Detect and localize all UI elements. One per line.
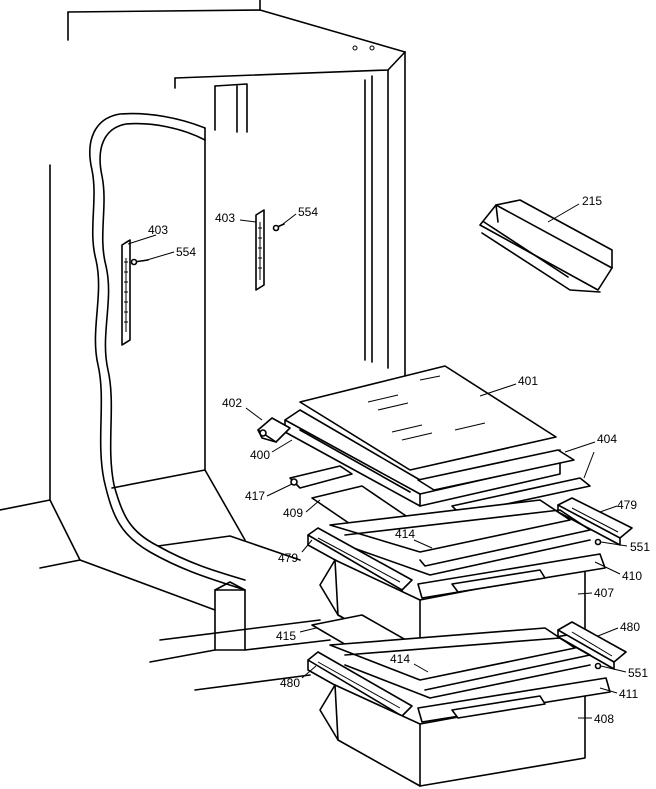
part-label-480-right: 480 bbox=[620, 620, 640, 634]
part-label-551-upper: 551 bbox=[630, 540, 650, 554]
leader-lines bbox=[127, 203, 628, 719]
part-label-554-right: 554 bbox=[298, 205, 318, 219]
screw-left bbox=[130, 258, 149, 266]
part-label-403-right: 403 bbox=[215, 211, 235, 225]
part-label-410: 410 bbox=[622, 569, 642, 583]
part-label-215: 215 bbox=[582, 194, 602, 208]
part-label-401: 401 bbox=[518, 374, 538, 388]
part-label-400: 400 bbox=[250, 448, 270, 462]
shelf-support-right bbox=[255, 209, 265, 291]
part-label-403-left: 403 bbox=[148, 223, 168, 237]
glass-shelf bbox=[299, 365, 557, 471]
part-label-415: 415 bbox=[276, 629, 296, 643]
lower-cover bbox=[311, 614, 591, 699]
part-label-411: 411 bbox=[619, 687, 638, 701]
shelf-bracket bbox=[257, 417, 291, 443]
shelf-support-left bbox=[121, 239, 131, 346]
part-label-480-left: 480 bbox=[280, 676, 300, 690]
lower-slide-right bbox=[557, 621, 627, 670]
upper-cover-frame bbox=[329, 499, 591, 576]
part-label-554-left: 554 bbox=[176, 245, 196, 259]
cabinet-outline bbox=[0, 0, 406, 691]
part-label-402: 402 bbox=[222, 396, 242, 410]
part-label-479-left: 479 bbox=[278, 551, 298, 565]
part-label-479-right: 479 bbox=[617, 498, 637, 512]
part-label-414-upper: 414 bbox=[395, 527, 415, 541]
screw-right bbox=[272, 223, 285, 232]
part-label-407: 407 bbox=[594, 586, 614, 600]
part-label-414-lower: 414 bbox=[390, 652, 410, 666]
shelf-rail bbox=[289, 465, 353, 489]
part-label-404: 404 bbox=[597, 432, 617, 446]
part-label-417: 417 bbox=[245, 489, 265, 503]
part-label-551-lower: 551 bbox=[628, 666, 648, 680]
door-bin bbox=[479, 199, 613, 293]
upper-clip bbox=[594, 538, 602, 546]
lower-clip bbox=[594, 662, 602, 670]
part-labels: 215 403 554 403 554 401 402 400 404 417 … bbox=[148, 194, 650, 726]
upper-slide-right bbox=[557, 497, 633, 546]
part-label-409: 409 bbox=[283, 506, 303, 520]
lower-drawer bbox=[319, 677, 611, 787]
part-label-408: 408 bbox=[594, 712, 614, 726]
